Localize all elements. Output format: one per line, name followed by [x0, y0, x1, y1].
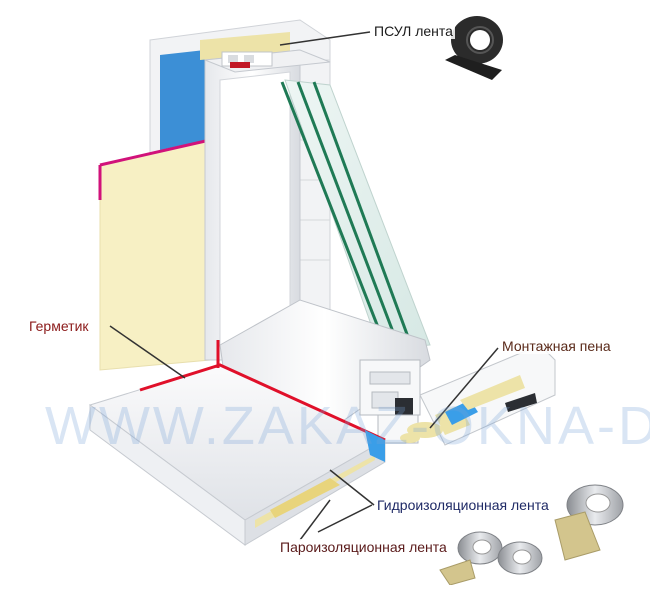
insulation-panel [98, 138, 211, 371]
psul-tape-roll-icon [445, 16, 503, 80]
label-waterproof-tape: Гидроизоляционная лента [375, 497, 551, 513]
window-sill [88, 364, 387, 546]
mounting-foam [400, 422, 443, 443]
sealant-line [139, 363, 386, 442]
vapor-barrier-upper [160, 50, 205, 150]
label-sealant: Герметик [27, 318, 91, 334]
vapor-tape-roll-icon [439, 531, 543, 586]
leader-lines [109, 31, 499, 541]
outer-sill [419, 344, 556, 446]
label-mounting-foam: Монтажная пена [500, 338, 613, 354]
glass-panes [280, 81, 413, 346]
label-vapor-barrier-tape: Пароизоляционная лента [278, 539, 449, 555]
waterproof-tape-roll-icon [554, 484, 624, 561]
label-psul-tape: ПСУЛ лента [372, 23, 455, 39]
vapor-tape-strip [365, 430, 385, 462]
